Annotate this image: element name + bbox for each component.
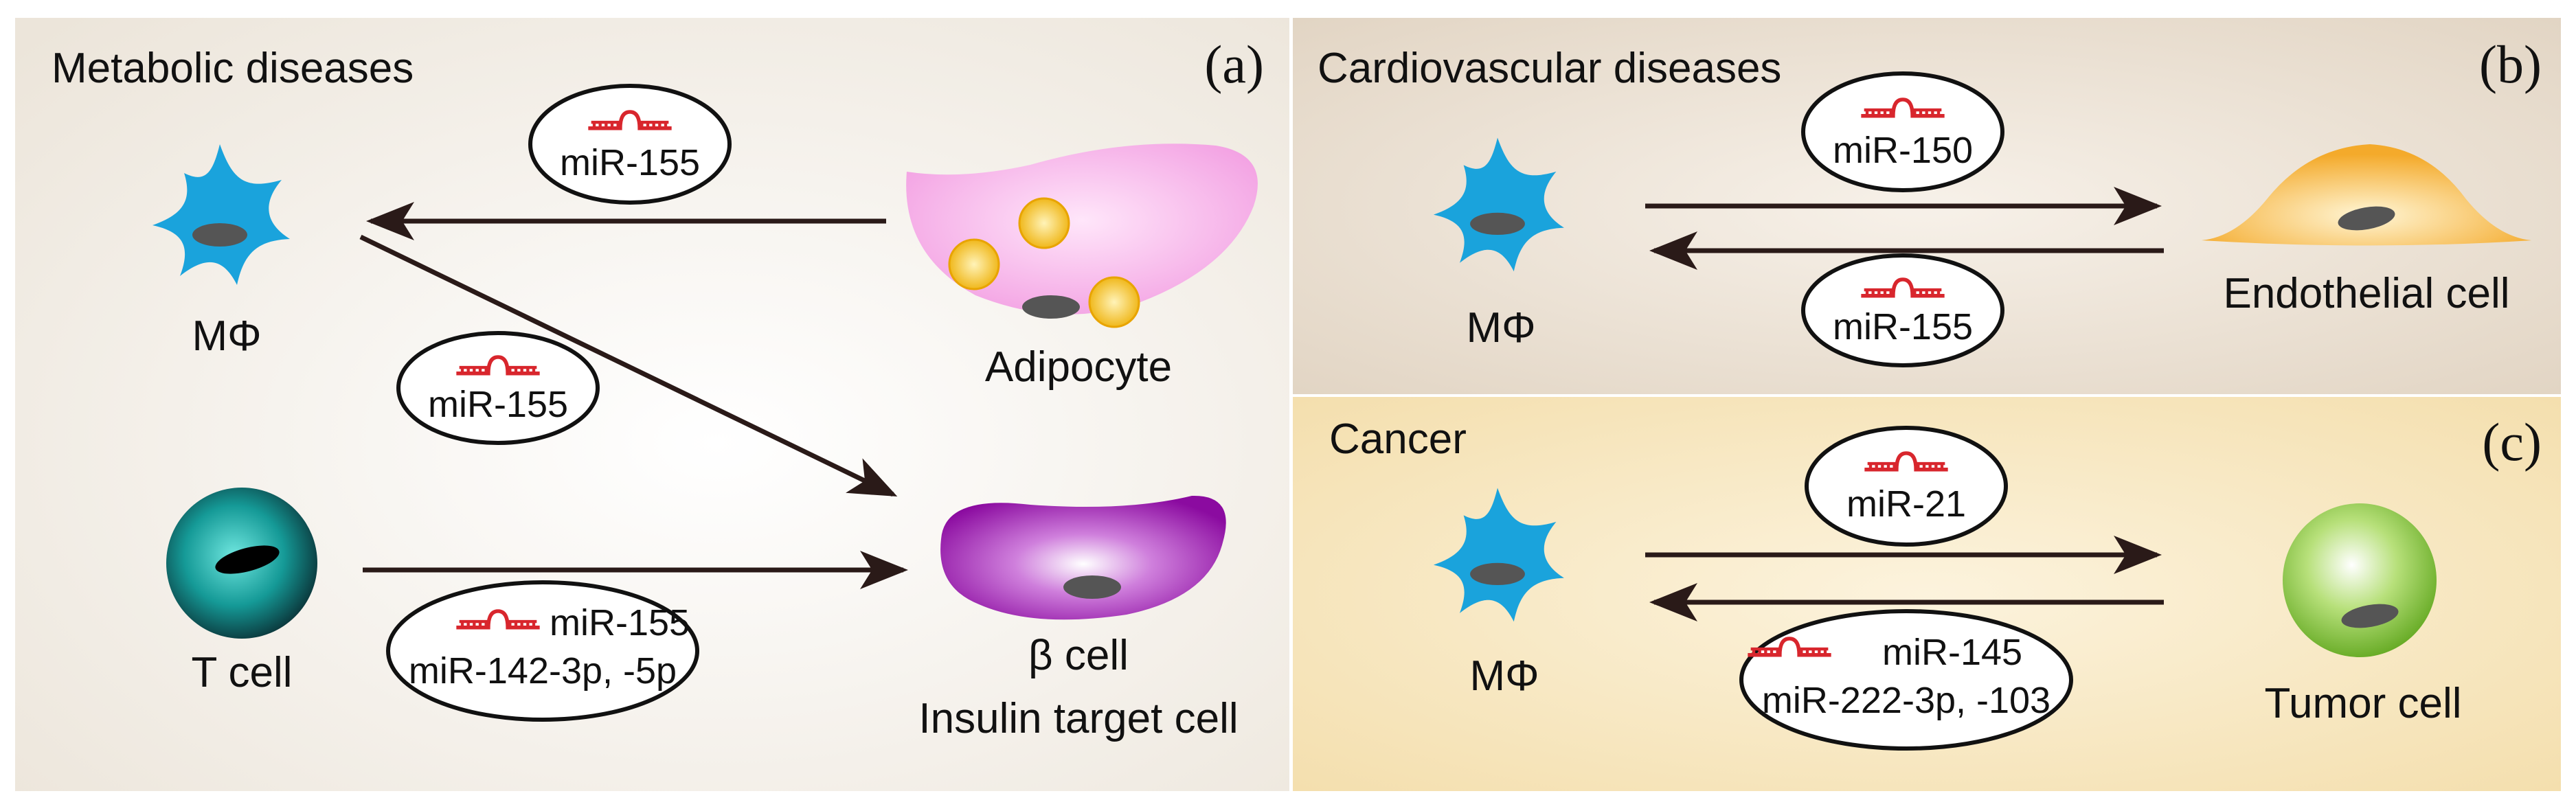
mirna-bubble-a-top: miR-155 bbox=[528, 84, 732, 205]
panel-c-tumor-label: Tumor cell bbox=[2264, 680, 2461, 727]
mirna-bubble-c-bottom: miR-145 miR-222-3p, -103 bbox=[1739, 609, 2073, 751]
panel-a-title: Metabolic diseases bbox=[52, 45, 414, 92]
mirna-bubble-b-top: miR-150 bbox=[1801, 71, 2004, 192]
panel-c-macrophage-label: MΦ bbox=[1469, 652, 1539, 700]
panel-c-title: Cancer bbox=[1329, 415, 1467, 463]
mirna-label-b-top: miR-150 bbox=[1833, 130, 1973, 171]
panel-a-adipocyte-label: Adipocyte bbox=[985, 343, 1172, 391]
panel-b-letter: (b) bbox=[2479, 34, 2542, 94]
mirna-bubble-b-bottom: miR-155 bbox=[1801, 253, 2004, 367]
panel-a-letter: (a) bbox=[1204, 34, 1264, 94]
mirna-label-a-top: miR-155 bbox=[560, 142, 700, 183]
mirna-bubble-c-top: miR-21 bbox=[1805, 426, 2008, 547]
macrophage-cell-icon bbox=[1433, 488, 1564, 622]
panel-b-title: Cardiovascular diseases bbox=[1318, 45, 1781, 92]
mirna-label-c-bottom-2: miR-222-3p, -103 bbox=[1762, 680, 2050, 721]
t-cell-icon bbox=[166, 488, 317, 639]
mirna-label-a-bottom-2: miR-142-3p, -5p bbox=[409, 650, 677, 692]
panel-a-macrophage-label: MΦ bbox=[192, 312, 261, 360]
mirna-bubble-a-bottom: miR-155 miR-142-3p, -5p bbox=[386, 580, 699, 722]
panel-c-letter: (c) bbox=[2482, 412, 2542, 472]
panel-b-endothelial-label: Endothelial cell bbox=[2223, 270, 2509, 317]
macrophage-cell-icon bbox=[1433, 137, 1564, 272]
tumor-cell-icon bbox=[2283, 503, 2437, 657]
mirna-label-a-bottom-1: miR-155 bbox=[550, 602, 690, 643]
panel-a-beta-label: β cell bbox=[1028, 632, 1129, 679]
mirna-label-b-bottom: miR-155 bbox=[1833, 306, 1973, 347]
arrow-macrophage-to-beta bbox=[359, 234, 898, 497]
panel-a-beta-sublabel: Insulin target cell bbox=[918, 695, 1238, 742]
mirna-label-c-bottom-1: miR-145 bbox=[1882, 632, 2022, 673]
mirna-bubble-a-middle: miR-155 bbox=[396, 331, 600, 445]
macrophage-cell-icon bbox=[152, 144, 290, 285]
endothelial-cell-icon bbox=[2202, 144, 2531, 246]
mirna-label-c-top: miR-21 bbox=[1846, 483, 1966, 525]
adipocyte-cell-icon bbox=[906, 144, 1258, 328]
panel-b-macrophage-label: MΦ bbox=[1466, 304, 1535, 352]
beta-cell-icon bbox=[940, 495, 1226, 620]
panel-a-tcell-label: T cell bbox=[191, 649, 292, 696]
mirna-label-a-middle: miR-155 bbox=[428, 384, 568, 425]
